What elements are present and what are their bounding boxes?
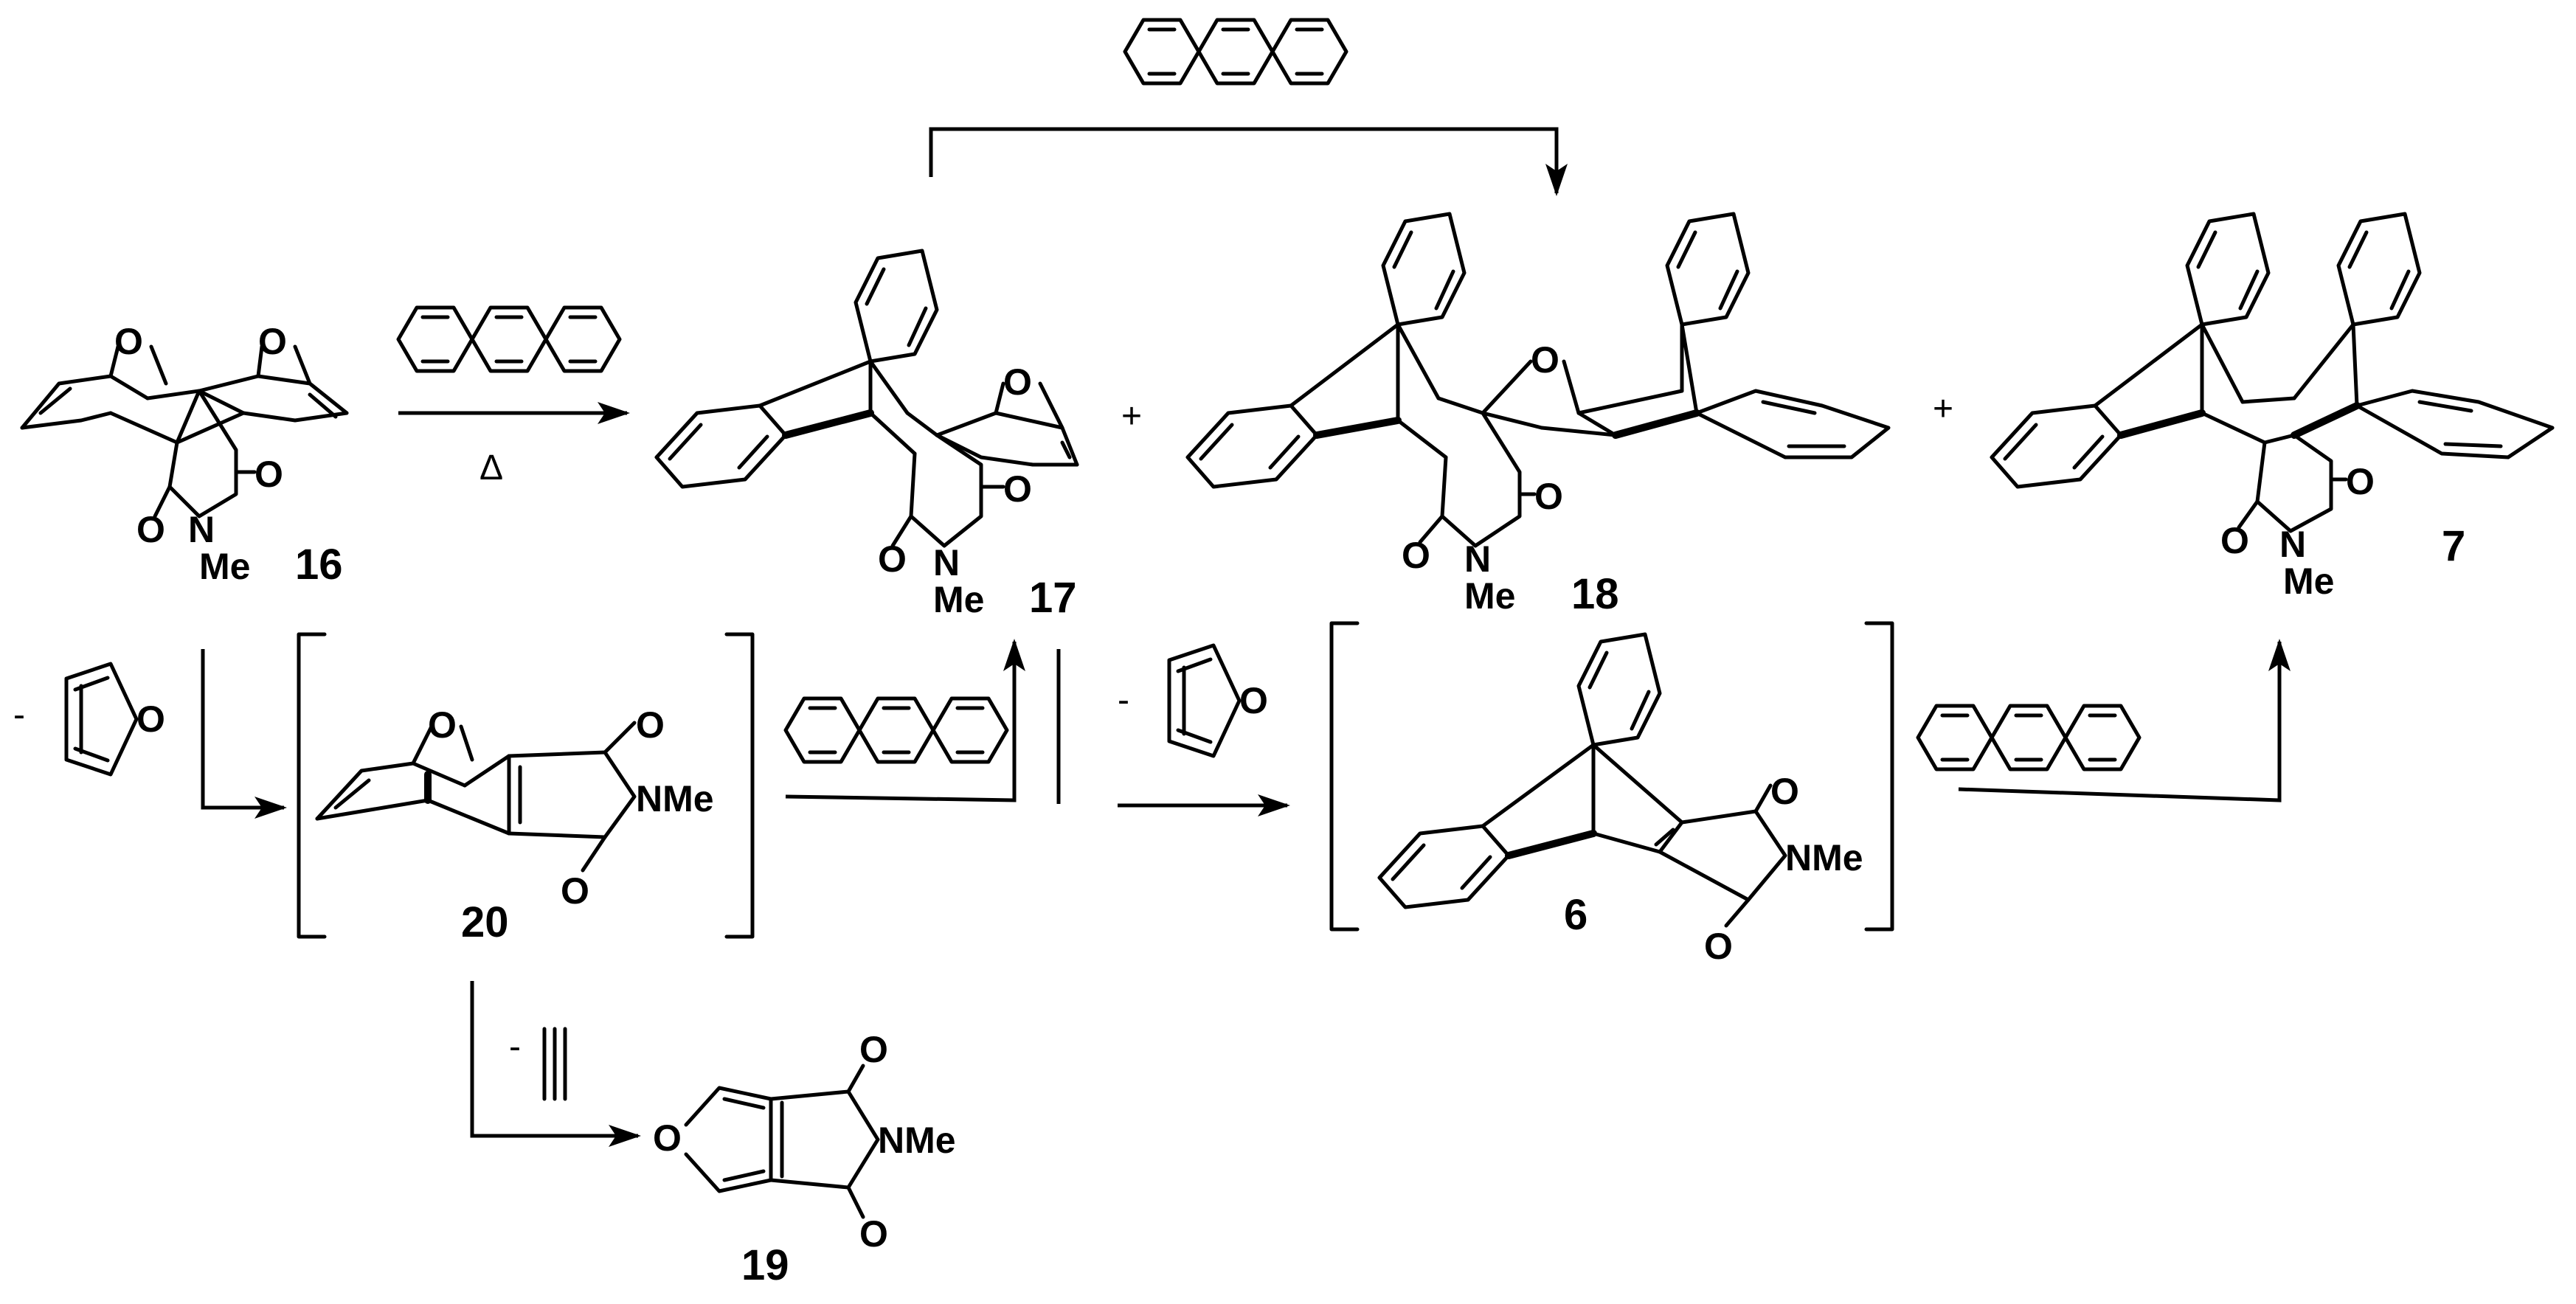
compound-label-18: 18 <box>1571 570 1619 618</box>
anthracene-reagent <box>398 308 620 371</box>
arrow-16-to-20: - O <box>13 649 287 819</box>
compound-19-structure: O O O NMe 19 <box>653 1029 956 1289</box>
compound-label-16: 16 <box>295 541 343 589</box>
oxygen-atom: O <box>1704 926 1733 967</box>
arrow-20-to-6: - O <box>1118 645 1290 816</box>
compound-7-structure: O O N Me 7 <box>1992 214 2555 602</box>
methyl-group: Me <box>199 546 250 587</box>
oxygen-atom: O <box>859 1213 888 1255</box>
anthracene-reagent <box>786 698 1007 762</box>
furan-reagent <box>1169 645 1239 756</box>
right-bracket <box>724 632 755 939</box>
nitrogen-atom: N <box>188 509 215 550</box>
arrow-17-to-18 <box>929 20 1568 196</box>
oxygen-atom: O <box>258 321 287 362</box>
plus-sign: + <box>1933 389 1953 429</box>
compound-17-structure: O O O N Me 17 <box>657 251 1079 622</box>
acetylene-reagent <box>542 1027 567 1101</box>
oxygen-atom: O <box>1402 535 1430 576</box>
compound-label-7: 7 <box>2442 522 2465 570</box>
oxygen-atom: O <box>2346 461 2375 502</box>
methyl-group: Me <box>1464 575 1515 617</box>
nitrogen-atom: N <box>1464 538 1491 580</box>
left-bracket <box>297 632 327 939</box>
oxygen-atom: O <box>1534 476 1563 517</box>
compound-6-structure: O O NMe 6 <box>1379 634 1863 967</box>
oxygen-atom: O <box>1003 468 1032 510</box>
minus-sign: - <box>509 1027 521 1067</box>
heat-symbol: Δ <box>479 448 503 488</box>
oxygen-atom: O <box>136 698 165 740</box>
minus-sign: - <box>13 696 25 735</box>
n-methyl-group: NMe <box>636 778 714 819</box>
oxygen-atom: O <box>1239 680 1268 721</box>
compound-16-structure: O O O O N Me 16 <box>20 321 349 589</box>
compound-label-19: 19 <box>741 1241 789 1289</box>
arrow-16-to-17: Δ <box>398 308 630 488</box>
oxygen-atom: O <box>878 538 907 580</box>
arrow-20-to-19: - <box>470 981 641 1147</box>
compound-20-structure: O O O NMe 20 <box>315 704 714 946</box>
compound-label-20: 20 <box>461 898 509 946</box>
oxygen-atom: O <box>136 509 165 550</box>
plus-sign: + <box>1121 397 1142 436</box>
nitrogen-atom: N <box>933 542 960 583</box>
oxygen-atom: O <box>2220 520 2249 561</box>
oxygen-atom: O <box>859 1029 888 1070</box>
n-methyl-group: NMe <box>1785 837 1863 878</box>
left-bracket <box>1329 621 1360 932</box>
oxygen-atom: O <box>1770 771 1799 812</box>
compound-18-structure: O O O N Me 18 <box>1188 214 1891 618</box>
n-methyl-group: NMe <box>878 1120 956 1161</box>
arrow-20-to-17 <box>786 639 1061 804</box>
right-bracket <box>1864 621 1894 932</box>
methyl-group: Me <box>2283 561 2334 602</box>
oxygen-atom: O <box>1003 361 1032 403</box>
oxygen-atom: O <box>114 321 143 362</box>
arrow-6-to-7 <box>1918 639 2291 802</box>
furan-reagent <box>66 664 136 774</box>
oxygen-atom: O <box>428 704 457 746</box>
oxygen-atom: O <box>653 1117 682 1159</box>
compound-label-17: 17 <box>1029 574 1077 622</box>
compound-label-6: 6 <box>1564 891 1588 939</box>
nitrogen-atom: N <box>2279 524 2306 565</box>
anthracene-reagent <box>1125 20 1346 83</box>
minus-sign: - <box>1118 681 1129 720</box>
methyl-group: Me <box>933 579 984 620</box>
oxygen-atom: O <box>1531 339 1559 381</box>
oxygen-atom: O <box>636 704 665 746</box>
oxygen-atom: O <box>561 870 589 912</box>
anthracene-reagent <box>1918 706 2139 769</box>
oxygen-atom: O <box>255 454 283 495</box>
